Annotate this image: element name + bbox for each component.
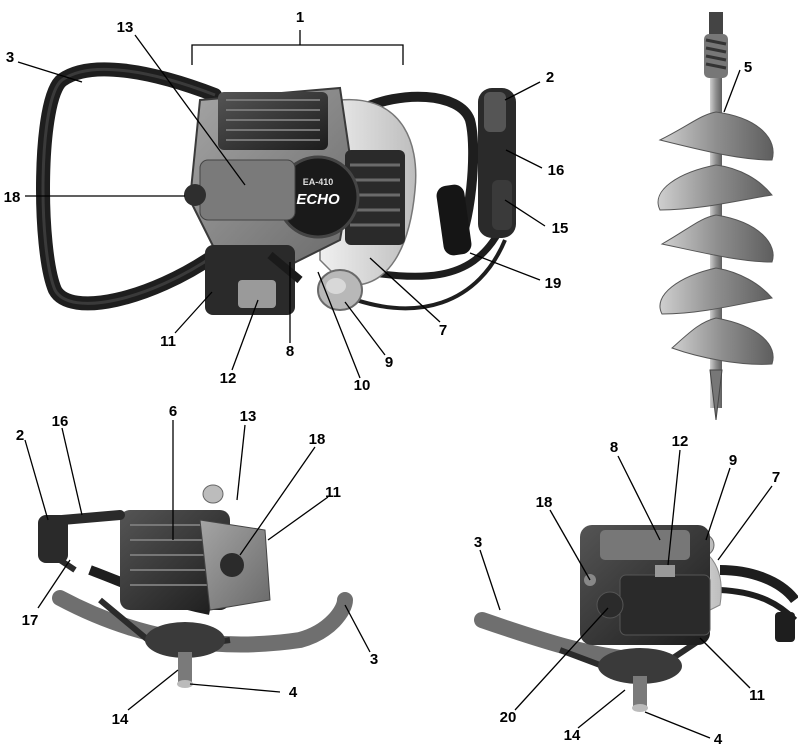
- callout-7: 7: [772, 469, 780, 486]
- auger-flight: [660, 214, 774, 263]
- brand-logo: ECHO: [296, 191, 340, 208]
- spark-plug-cover: [238, 280, 276, 308]
- callout-10: 10: [354, 377, 371, 394]
- callout-9: 9: [729, 452, 737, 469]
- callout-8: 8: [286, 343, 294, 360]
- callout-5: 5: [744, 59, 752, 76]
- callout-13: 13: [117, 19, 134, 36]
- callout-13: 13: [240, 408, 257, 425]
- leader-lines: [17, 30, 773, 739]
- callout-17: 17: [22, 612, 39, 629]
- callout-19: 19: [545, 275, 562, 292]
- callout-18: 18: [309, 431, 326, 448]
- callout-14: 14: [112, 711, 129, 728]
- callout-2: 2: [546, 69, 554, 86]
- choke-knob: [184, 184, 206, 206]
- callout-3: 3: [370, 651, 378, 668]
- gearbox: [145, 622, 225, 658]
- callout-6: 6: [169, 403, 177, 420]
- callout-11: 11: [160, 333, 176, 350]
- unit-left-side-view: [38, 484, 353, 688]
- frame-bar: [52, 590, 353, 653]
- callout-1: 1: [296, 9, 304, 26]
- callout-16: 16: [52, 413, 69, 430]
- callout-11: 11: [325, 484, 341, 501]
- callout-12: 12: [220, 370, 237, 387]
- auger-flight: [671, 317, 774, 365]
- callout-11: 11: [749, 687, 765, 704]
- callout-3: 3: [6, 49, 14, 66]
- callout-12: 12: [672, 433, 689, 450]
- callout-4: 4: [289, 684, 298, 701]
- callout-2: 2: [16, 427, 24, 444]
- auger-flight: [658, 111, 774, 161]
- callout-9: 9: [385, 354, 393, 371]
- callout-16: 16: [548, 162, 565, 179]
- callout-4: 4: [714, 731, 723, 747]
- callout-15: 15: [552, 220, 569, 237]
- auger-tip: [709, 369, 723, 421]
- callout-8: 8: [610, 439, 618, 456]
- grille: [345, 150, 405, 245]
- unit-right-side-view: [474, 525, 798, 712]
- engine-top-view: EA-410 ECHO: [36, 62, 516, 315]
- side-throttle-grip: [38, 515, 68, 563]
- model-label: EA-410: [303, 177, 334, 187]
- air-cleaner-cover: [199, 159, 296, 221]
- cylinder-fins: [218, 92, 328, 150]
- callout-numbers: 1 13 3 2 5 16 15 18 19 7 9 10 8 12 11 2 …: [4, 9, 781, 747]
- auger-bit: [657, 12, 774, 421]
- callout-3: 3: [474, 534, 482, 551]
- callout-18: 18: [536, 494, 553, 511]
- auger-flight: [659, 267, 773, 315]
- callout-7: 7: [439, 322, 447, 339]
- callout-14: 14: [564, 727, 581, 744]
- callout-18: 18: [4, 189, 21, 206]
- auger-flight: [657, 164, 773, 211]
- callout-20: 20: [500, 709, 517, 726]
